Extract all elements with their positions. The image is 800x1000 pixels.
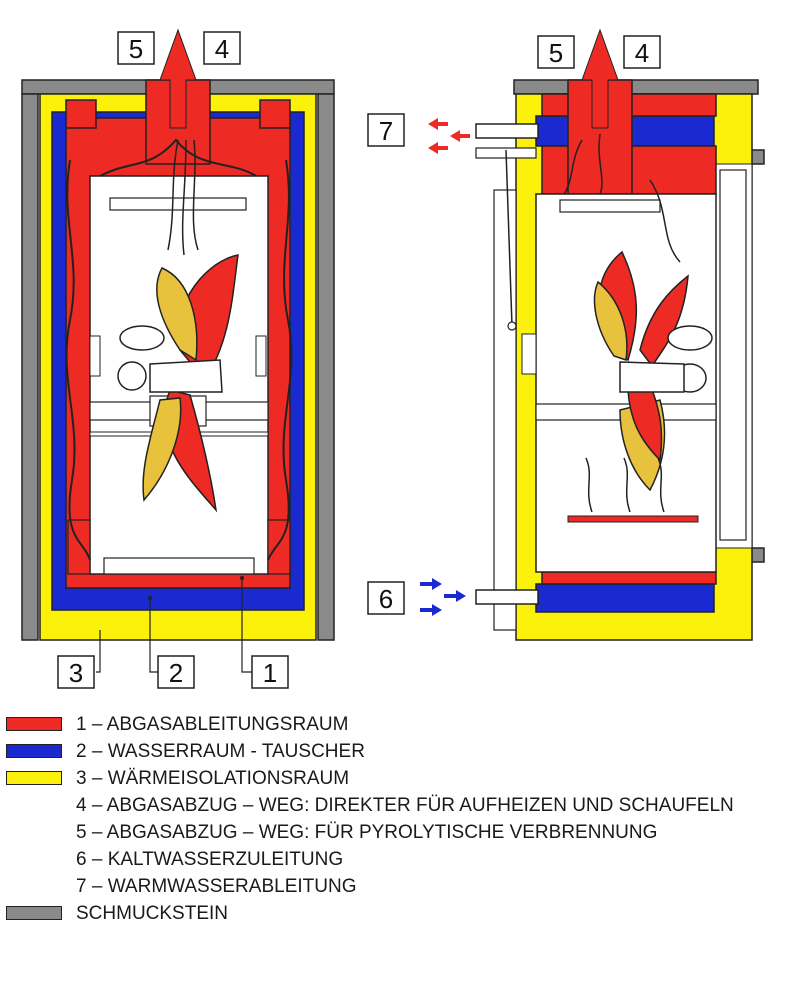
callout-right-5: 5 [537,35,575,69]
callout-3-label: 3 [69,658,83,688]
callout-6: 6 [367,581,405,615]
right-log-body [619,361,685,393]
legend-label-8: SCHMUCKSTEIN [76,903,229,924]
callout-1-label: 1 [263,658,277,688]
left-smoke-lines [167,139,199,256]
right-log-upper [667,325,713,351]
left-log-body [149,359,223,393]
legend-label-3: 3 – WÄRMEISOLATIONSRAUM [76,768,350,789]
warm-water-arrow-1 [428,118,448,130]
legend-swatch-blue [6,744,62,758]
right-exhaust-arrow [581,28,619,129]
legend-label-7: 7 – WARMWASSERABLEITUNG [76,876,357,897]
left-gas-path-line [65,138,293,561]
left-stone-side-right [317,93,335,641]
legend-item-7: 7 – WARMWASSERABLEITUNG [0,874,800,900]
side-section-view [420,28,765,641]
cold-water-pipe [475,589,539,605]
front-section-view [21,28,335,641]
callout-left-4-label: 4 [215,34,229,64]
callout-2-label: 2 [169,658,183,688]
right-flue-gas-bottom [541,571,717,585]
right-water-bottom [535,583,715,613]
callout-left-5-label: 5 [129,34,143,64]
right-control-knob [507,321,517,331]
right-grate [567,515,699,523]
legend-item-8: SCHMUCKSTEIN [0,901,800,927]
left-door-hinge-right [255,335,267,377]
legend-swatch-red [6,717,62,731]
legend-swatch-gray [6,906,62,920]
right-stone-top [513,79,759,95]
callout-right-4-label: 4 [635,38,649,68]
right-baffle-plate [559,199,661,213]
callout-1: 1 [240,576,289,689]
right-control-rod [505,149,513,327]
left-stone-side-left [21,93,39,641]
left-exhaust-arrow [159,28,197,129]
warm-water-arrow-2 [428,142,448,154]
left-ash-tray [103,557,255,575]
legend-item-3: 3 – WÄRMEISOLATIONSRAUM [0,766,800,792]
left-door-hinge-left [89,335,101,377]
left-flame-golden-lower [142,397,182,502]
right-flame-red-lower [627,383,663,462]
boiler-cross-section-diagram: 5 4 5 4 7 6 3 2 1 [21,28,765,689]
legend-swatch-yellow [6,771,62,785]
callout-left-5: 5 [117,31,155,65]
right-flame-red-right [639,274,689,368]
left-flame-golden [156,267,198,362]
cold-water-arrow-1 [420,578,442,590]
cold-water-arrow-2 [420,604,442,616]
warm-water-arrow-3 [450,130,470,142]
callout-right-5-label: 5 [549,38,563,68]
right-hinge [521,333,537,375]
warm-water-pipe [475,123,539,139]
legend-label-4: 4 – ABGASABZUG – WEG: DIREKTER FÜR AUFHE… [76,795,734,816]
callout-right-4: 4 [623,35,661,69]
legend-label-5: 5 – ABGASABZUG – WEG: FÜR PYROLYTISCHE V… [76,822,658,843]
right-door-panel [719,169,747,541]
left-baffle-plate [109,197,247,211]
legend-item-5: 5 – ABGASABZUG – WEG: FÜR PYROLYTISCHE V… [0,820,800,846]
legend-label-1: 1 – ABGASABLEITUNGSRAUM [76,714,349,735]
legend-label-6: 6 – KALTWASSERZULEITUNG [76,849,344,870]
callout-6-label: 6 [379,584,393,614]
callout-7-label: 7 [379,116,393,146]
legend-item-2: 2 – WASSERRAUM - TAUSCHER [0,739,800,765]
legend-label-2: 2 – WASSERRAUM - TAUSCHER [76,741,365,762]
right-smoke-lines [563,133,681,263]
left-flue-hook-right [259,99,291,129]
callout-2: 2 [148,596,195,689]
right-grate-smoke [585,457,665,513]
left-flue-hook-left [65,99,97,129]
legend-item-6: 6 – KALTWASSERZULEITUNG [0,847,800,873]
cold-water-arrow-3 [444,590,466,602]
legend-item-4: 4 – ABGASABZUG – WEG: DIREKTER FÜR AUFHE… [0,793,800,819]
callout-7: 7 [367,113,405,147]
left-log-upper [119,325,165,351]
callout-left-4: 4 [203,31,241,65]
left-log-lower [117,361,147,391]
right-flame-golden [593,280,628,361]
legend-item-1: 1 – ABGASABLEITUNGSRAUM [0,712,800,738]
right-back-wall [493,189,517,631]
callout-3: 3 [57,630,101,689]
